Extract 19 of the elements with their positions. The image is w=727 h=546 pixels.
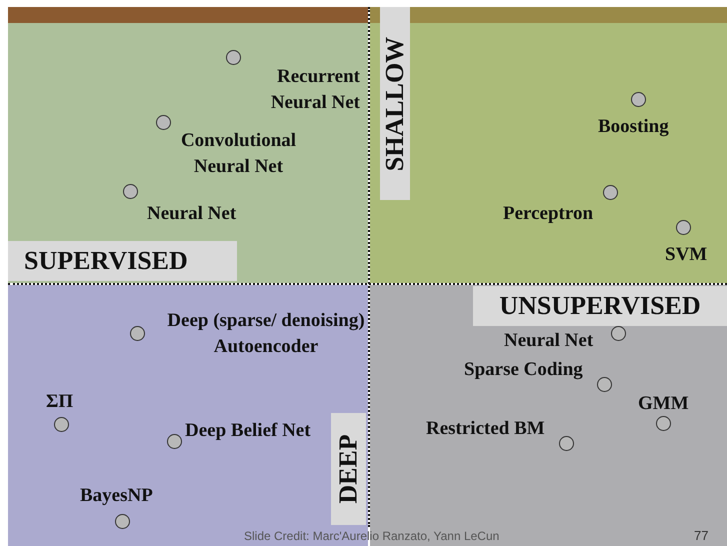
quadrant-label: DEEP [331, 413, 366, 525]
method-name: SVM [665, 243, 708, 267]
method-name: GMM [638, 392, 689, 416]
method-name: ΣΠ [46, 390, 74, 414]
method-name: Convolutional Neural Net [180, 129, 298, 179]
method-name: Deep Belief Net [185, 419, 311, 443]
method-name: Deep (sparse/ denoising) Autoencoder [166, 309, 366, 359]
method-name: Recurrent Neural Net [270, 65, 360, 115]
method-name: Neural Net [147, 202, 236, 226]
method-name: Sparse Coding [464, 358, 583, 382]
quadrant-label: SHALLOW [380, 7, 410, 200]
method-name: BayesNP [80, 484, 153, 508]
page-number: 77 [694, 528, 708, 543]
quadrant-label: SUPERVISED [8, 241, 237, 281]
method-name: Boosting [598, 115, 669, 139]
method-name: Perceptron [503, 202, 594, 226]
method-name: Restricted BM [426, 417, 545, 441]
quadrant-label: UNSUPERVISED [473, 286, 727, 326]
method-name: Neural Net [504, 329, 594, 353]
